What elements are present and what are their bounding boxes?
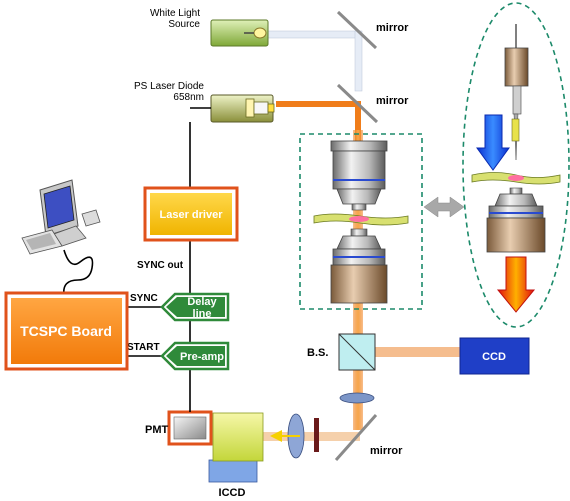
sync-label: SYNC [130, 293, 158, 304]
white-light-label-1: White Light [150, 8, 200, 19]
objective-dashed-box [299, 133, 423, 310]
mirror-bottom-label: mirror [370, 445, 403, 457]
mirror-mid [336, 83, 379, 124]
delay-line-box [160, 292, 230, 322]
inset-specimen-slide [471, 172, 561, 185]
white-light-beam [267, 30, 363, 92]
ccd-label: CCD [482, 351, 506, 363]
upper-objective [330, 140, 388, 211]
computer-icon [21, 179, 101, 255]
pre-amp-box [160, 341, 230, 371]
inset-dashed-ellipse [462, 2, 570, 328]
mirror-top-label: mirror [376, 22, 409, 34]
ps-laser-label-2: 658nm [173, 92, 204, 103]
mirror-mid-label: mirror [376, 95, 409, 107]
inset-probe [504, 24, 529, 161]
pmt-label: PMT [145, 424, 169, 436]
lower-objective [330, 228, 388, 304]
ccd-camera [459, 337, 530, 375]
double-arrow-icon [423, 196, 465, 218]
ps-laser-label-1: PS Laser Diode [134, 81, 204, 92]
mirror-bottom [334, 414, 378, 461]
wires [62, 107, 211, 412]
laser-driver-label: Laser driver [160, 209, 224, 221]
beam-splitter [338, 333, 376, 371]
start-label: START [127, 342, 160, 353]
tcspc-board-label: TCSPC Board [20, 323, 112, 339]
specimen-slide [313, 213, 409, 226]
filter [314, 418, 319, 452]
inset-red-arrow [496, 256, 536, 313]
delay-line-label-1: Delay [187, 296, 217, 308]
sync-out-label: SYNC out [137, 260, 184, 271]
bs-label: B.S. [307, 347, 328, 359]
ps-laser-diode [210, 94, 275, 123]
mirror-top [336, 10, 378, 50]
white-light-label-2: Source [168, 19, 200, 30]
iccd-camera [208, 412, 264, 483]
laser-driver-box [143, 186, 239, 242]
delay-line-label-2: line [193, 308, 212, 320]
white-light-source [210, 19, 269, 47]
pre-amp-label: Pre-amp [180, 351, 224, 363]
pmt-detector [167, 410, 213, 446]
tube-lens [339, 392, 375, 404]
inset-objective [486, 187, 546, 253]
inset-blue-arrow [476, 114, 510, 171]
tcspc-board [4, 291, 129, 371]
iccd-label: ICCD [219, 487, 246, 499]
